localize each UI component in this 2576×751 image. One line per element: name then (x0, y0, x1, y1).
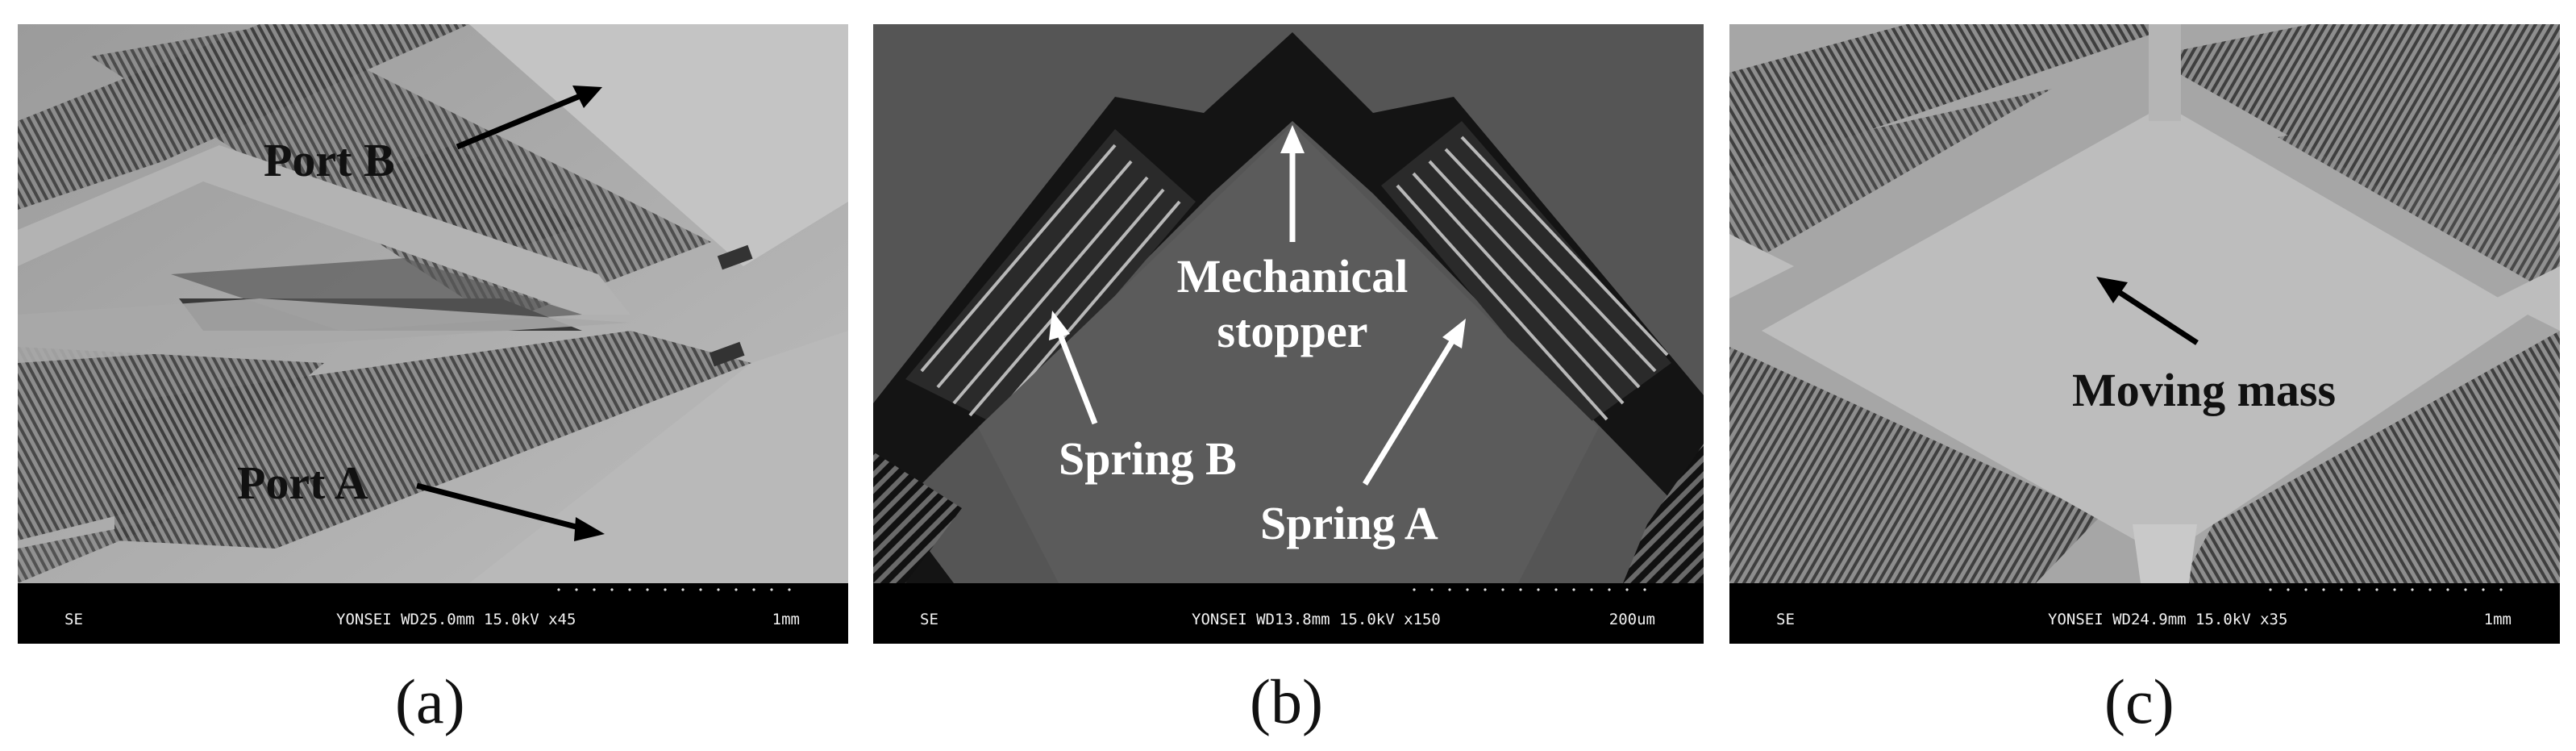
arrow-port-b (456, 92, 584, 150)
detector-mode: SE (920, 611, 938, 628)
scale-bar-label: 200um (1608, 611, 1655, 628)
detector-mode: SE (65, 611, 83, 628)
arrow-spring-a (1363, 337, 1456, 486)
label-port-b: Port B (264, 134, 395, 186)
sem-metadata: YONSEI WD24.9mm 15.0kV x35 (2048, 611, 2288, 628)
scale-dots (550, 588, 792, 591)
arrow-spring-b (1055, 329, 1098, 425)
sem-infobar-c: SE YONSEI WD24.9mm 15.0kV x35 1mm (1729, 583, 2560, 644)
caption-b: (b) (1250, 666, 1323, 736)
label-mechanical-line1: Mechanical (1176, 250, 1409, 302)
scale-dots (1405, 588, 1647, 591)
caption-a: (a) (395, 666, 465, 736)
panel-a: Port B Port A SE YONSEI WD25.0mm 15.0kV … (18, 24, 848, 644)
sem-metadata: YONSEI WD13.8mm 15.0kV x150 (1192, 611, 1441, 628)
detector-mode: SE (1776, 611, 1795, 628)
sem-infobar-a: SE YONSEI WD25.0mm 15.0kV x45 1mm (18, 583, 848, 644)
panel-c: Moving mass SE YONSEI WD24.9mm 15.0kV x3… (1729, 24, 2560, 644)
scale-bar-label: 1mm (2483, 611, 2511, 628)
sem-image-b (873, 24, 1704, 583)
label-mechanical-stopper: Mechanical stopper (1147, 253, 1438, 355)
sem-image-a (18, 24, 848, 583)
label-moving-mass: Moving mass (2072, 364, 2337, 416)
caption-c: (c) (2104, 666, 2174, 736)
arrow-moving-mass (2115, 288, 2199, 345)
label-port-a: Port A (237, 457, 368, 509)
sem-metadata: YONSEI WD25.0mm 15.0kV x45 (336, 611, 576, 628)
scale-dots (2262, 588, 2503, 591)
scale-bar-label: 1mm (772, 611, 800, 628)
sem-infobar-b: SE YONSEI WD13.8mm 15.0kV x150 200um (873, 583, 1704, 644)
panel-b: Mechanical stopper Spring B Spring A SE … (873, 24, 1704, 644)
arrow-port-a (416, 482, 583, 532)
sem-image-c (1729, 24, 2560, 583)
label-spring-b: Spring B (1059, 432, 1237, 485)
label-spring-a: Spring A (1260, 497, 1438, 549)
label-mechanical-line2: stopper (1217, 305, 1368, 357)
